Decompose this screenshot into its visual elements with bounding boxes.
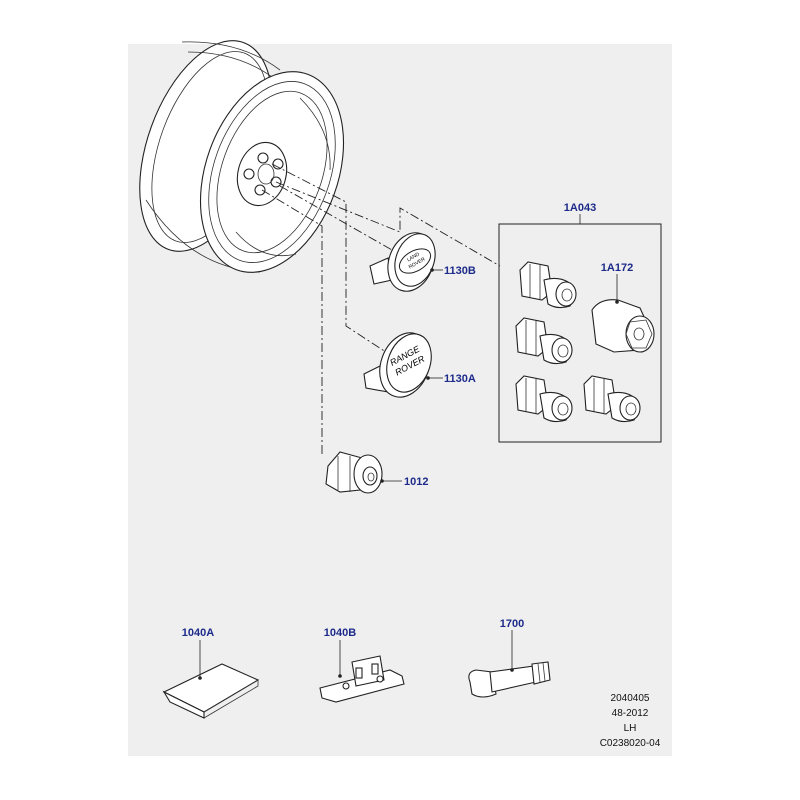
- callout-1012: 1012: [404, 476, 428, 488]
- wheel-nut-icon: [325, 451, 383, 494]
- center-cap-land-rover: LAND ROVER: [369, 232, 436, 292]
- reference-line-1: 2040405: [611, 693, 650, 704]
- locking-nut-icon: [519, 261, 577, 309]
- callout-1a172: 1A172: [601, 262, 633, 274]
- wheel-weight-clip-icon: [162, 663, 260, 719]
- reference-line-3: LH: [624, 723, 637, 734]
- locking-nut-key-icon: [591, 299, 655, 353]
- reference-line-4: C0238020-04: [600, 738, 661, 749]
- alloy-wheel-icon: [139, 40, 345, 273]
- callout-1130b: 1130B: [444, 265, 476, 277]
- assembly-centerlines: [261, 163, 501, 456]
- callout-1700: 1700: [500, 618, 524, 630]
- callout-1130a: 1130A: [444, 373, 476, 385]
- reference-line-2: 48-2012: [612, 708, 649, 719]
- locking-nut-icon: [515, 317, 573, 365]
- callout-1a043: 1A043: [564, 202, 596, 214]
- callout-1040b: 1040B: [324, 627, 356, 639]
- callout-1040a: 1040A: [182, 627, 214, 639]
- center-cap-range-rover: RANGE ROVER: [363, 332, 432, 398]
- tyre-valve-icon: [468, 661, 551, 698]
- locking-nut-icon: [583, 375, 641, 423]
- wheel-weight-adhesive-icon: [319, 655, 405, 703]
- locking-nut-icon: [515, 375, 573, 423]
